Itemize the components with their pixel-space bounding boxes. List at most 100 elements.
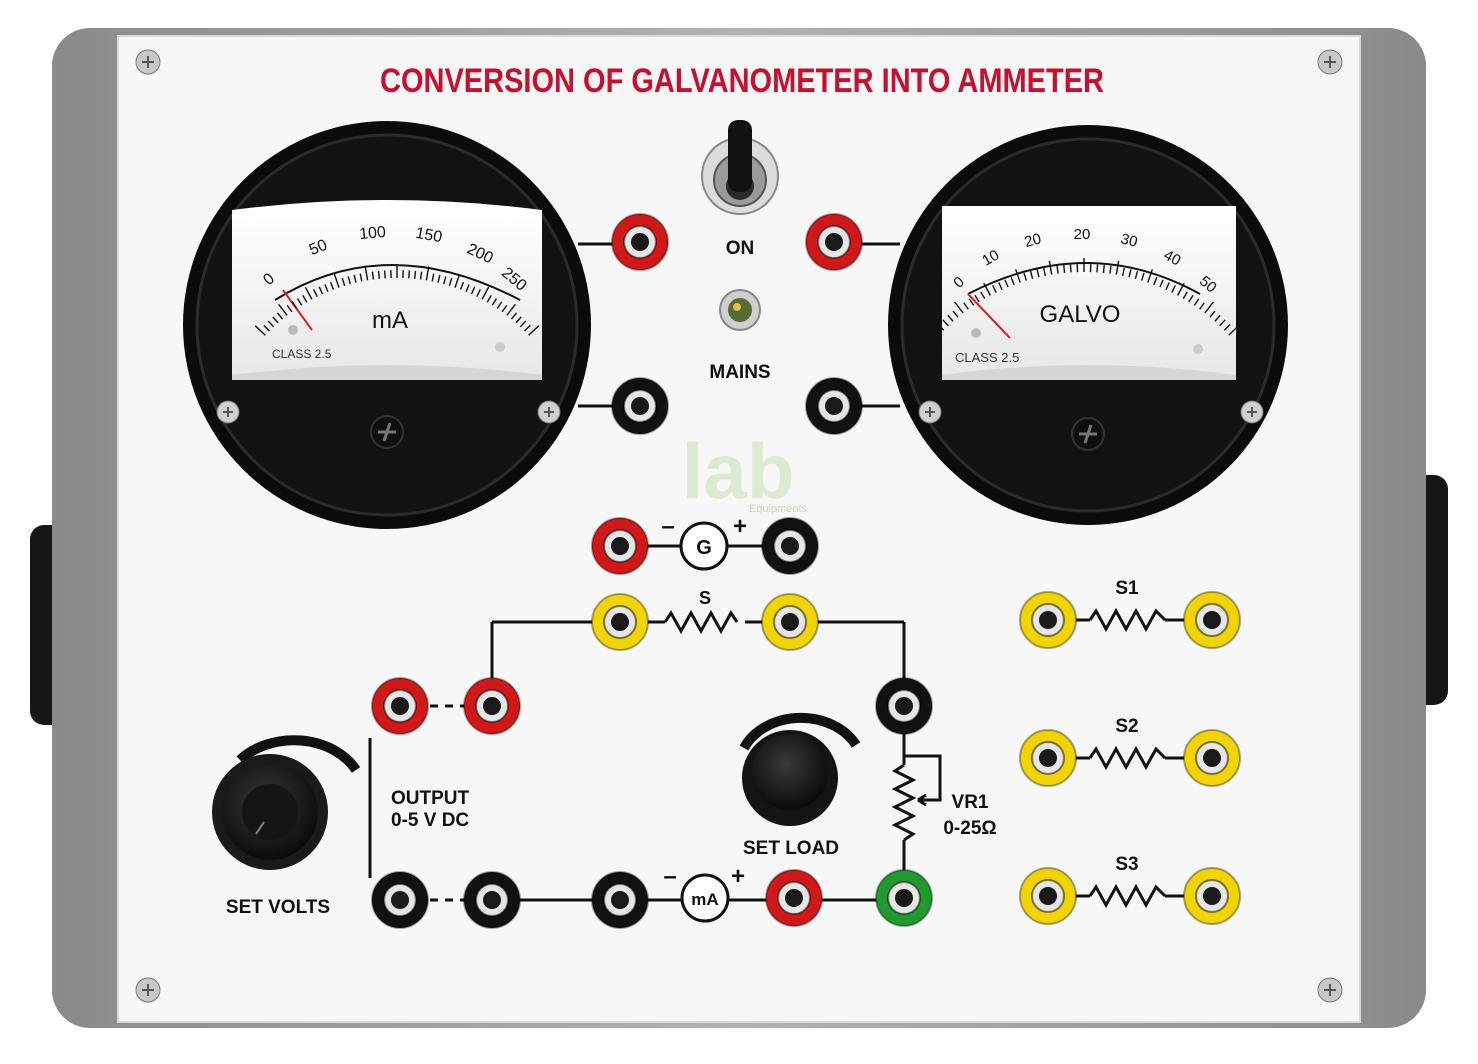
scale-tick: [254, 325, 266, 336]
s2-right-socket[interactable]: [1183, 729, 1241, 787]
scale-tick: [465, 284, 470, 293]
output-label: OUTPUT: [391, 788, 470, 809]
galvanometer: [888, 125, 1288, 525]
meter-ma-positive-socket[interactable]: [611, 213, 669, 271]
galvo-minus-socket[interactable]: [591, 517, 649, 575]
s2-label: S2: [1115, 716, 1138, 737]
scale-tick: [383, 270, 386, 279]
zero-adjust-screw-icon[interactable]: [1071, 417, 1105, 451]
scale-tick: [481, 286, 490, 300]
scale-tick: [377, 270, 381, 279]
scale-tick: [974, 294, 980, 303]
s1-right-socket[interactable]: [1183, 591, 1241, 649]
scale-tick: [928, 324, 940, 336]
scale-tick: [371, 271, 375, 280]
output-negative-socket[interactable]: [371, 871, 429, 929]
scale-tick: [1204, 301, 1214, 314]
mains-indicator-led: [719, 289, 761, 331]
vr1-label: VR1: [952, 792, 989, 813]
scale-tick: [454, 274, 461, 288]
zero-adjust-screw-icon[interactable]: [370, 415, 404, 449]
scale-tick: [1134, 270, 1139, 279]
scale-tick: [1043, 267, 1046, 276]
mains-label: MAINS: [709, 362, 770, 383]
link-positive-socket[interactable]: [463, 677, 521, 735]
screw-icon: [135, 977, 161, 1003]
set-volts-knob[interactable]: [212, 735, 361, 870]
scale-tick: [1228, 324, 1240, 336]
scale-tick: [324, 284, 329, 293]
ma-scale-ticks: [254, 264, 540, 336]
screw-icon: [918, 400, 942, 424]
output-positive-socket[interactable]: [371, 677, 429, 735]
galvo-scale-label: 20: [1074, 226, 1091, 243]
set-volts-label: SET VOLTS: [226, 897, 330, 918]
s3-left-socket[interactable]: [1019, 867, 1077, 925]
galvo-scale-ticks: [928, 258, 1240, 336]
scale-tick: [1015, 269, 1021, 283]
link-negative-socket[interactable]: [463, 871, 521, 929]
scale-tick: [278, 303, 288, 316]
scale-tick: [1122, 267, 1125, 276]
s1-resistor-symbol: [1088, 607, 1167, 633]
scale-tick: [313, 289, 318, 297]
shunt-label: S: [699, 588, 711, 608]
scale-tick: [937, 324, 945, 331]
screw-icon: [1317, 49, 1343, 75]
scale-tick: [947, 314, 954, 322]
ma-scale-label: 100: [359, 224, 387, 243]
scale-tick: [347, 276, 351, 285]
vr1-top-socket[interactable]: [875, 677, 933, 735]
scale-tick: [1109, 265, 1112, 274]
shunt-left-socket[interactable]: [591, 593, 649, 651]
vr1-potentiometer-symbol: [891, 754, 942, 842]
scale-tick: [1165, 282, 1170, 291]
galvanometer-minus: –: [661, 513, 674, 540]
ma-scale-label: 150: [414, 225, 443, 246]
scale-tick: [413, 270, 417, 279]
scale-tick: [1176, 282, 1185, 296]
meter-galvo-positive-socket[interactable]: [805, 213, 863, 271]
scale-tick: [1199, 302, 1205, 310]
ammeter-symbol-unit: mA: [691, 890, 718, 909]
ammeter-minus-socket[interactable]: [591, 871, 649, 929]
scale-tick: [1147, 269, 1153, 283]
scale-tick: [1128, 269, 1132, 278]
scale-tick: [1209, 310, 1216, 318]
scale-tick: [1048, 260, 1053, 275]
scale-tick: [1056, 265, 1059, 274]
meter-ma-negative-socket[interactable]: [611, 377, 669, 435]
scale-tick: [443, 276, 447, 285]
set-load-knob[interactable]: [739, 712, 861, 826]
scale-tick: [359, 273, 363, 282]
shunt-right-socket[interactable]: [761, 593, 819, 651]
scale-tick: [954, 301, 964, 314]
scale-tick: [510, 312, 518, 320]
scale-tick: [408, 270, 411, 279]
scale-tick: [1096, 264, 1099, 273]
scale-tick: [1223, 324, 1231, 331]
ammeter-plus-socket[interactable]: [765, 869, 823, 927]
galvo-plus-socket[interactable]: [761, 517, 819, 575]
s2-resistor-symbol: [1088, 745, 1167, 771]
scale-tick: [263, 324, 270, 332]
meter-galvo-negative-socket[interactable]: [805, 377, 863, 435]
power-toggle-switch[interactable]: [701, 120, 779, 215]
vr1-bottom-socket[interactable]: [875, 869, 933, 927]
scale-tick: [318, 286, 324, 295]
s3-right-socket[interactable]: [1183, 867, 1241, 925]
scale-tick: [992, 285, 997, 293]
scale-tick: [272, 316, 279, 324]
galvo-scale-label: 40: [1161, 247, 1184, 270]
banana-sockets: [371, 213, 1241, 929]
ma-meter-unit: mA: [372, 307, 408, 334]
screw-icon: [537, 400, 561, 424]
scale-tick: [515, 316, 522, 324]
scale-tick: [1153, 277, 1158, 286]
s2-left-socket[interactable]: [1019, 729, 1077, 787]
scale-tick: [1188, 294, 1194, 303]
scale-tick: [524, 324, 531, 332]
scale-tick: [296, 298, 303, 306]
galvo-scale-label: 30: [1119, 230, 1139, 251]
s1-left-socket[interactable]: [1019, 591, 1077, 649]
